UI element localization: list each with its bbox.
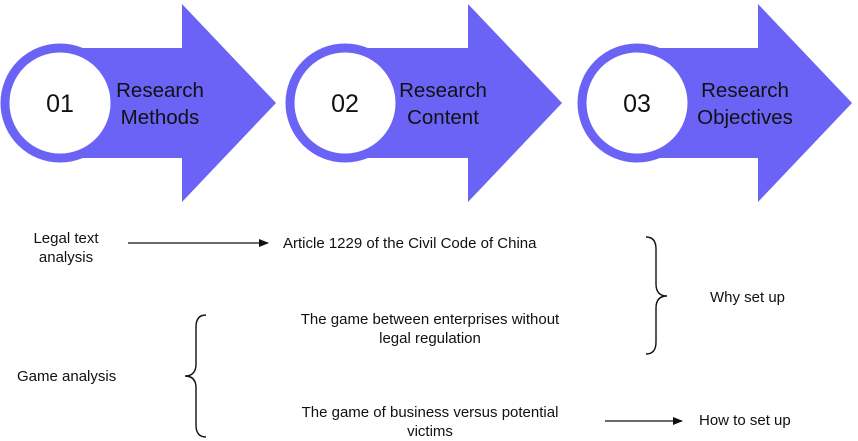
- step-03-arrow: [637, 4, 852, 202]
- legal-text-analysis-line1: Legal text: [33, 230, 99, 247]
- why-brace: [645, 236, 668, 355]
- how-to-set-up-label: How to set up: [699, 412, 791, 429]
- step-02-number: 02: [331, 90, 359, 118]
- game-analysis-label: Game analysis: [17, 368, 117, 385]
- game-business-line2: victims: [407, 423, 453, 440]
- game-enterprises-label: The game between enterprises without leg…: [270, 310, 590, 348]
- step-01-arrow: [60, 4, 276, 202]
- step-01-title-line1: Research: [116, 79, 204, 102]
- step-03-number: 03: [623, 90, 651, 118]
- game-enterprises-line1: The game between enterprises without: [300, 311, 560, 328]
- step-02-title-line2: Content: [407, 106, 479, 129]
- legal-text-analysis-line2: analysis: [38, 249, 94, 266]
- game-enterprises-line2: legal regulation: [379, 330, 481, 347]
- step-01-number: 01: [46, 90, 74, 118]
- step-01-circle: [0, 43, 120, 163]
- why-set-up-label: Why set up: [710, 289, 786, 306]
- article-1229-label: Article 1229 of the Civil Code of China: [283, 235, 537, 252]
- step-02: 02 Research Content: [285, 4, 562, 202]
- step-01: 01 Research Methods: [0, 4, 276, 202]
- game-business-line1: The game of business versus potential: [301, 404, 559, 421]
- step-02-circle: [285, 43, 405, 163]
- step-03: 03 Research Objectives: [577, 4, 852, 202]
- game-business-label: The game of business versus potential vi…: [270, 403, 590, 441]
- step-03-circle: [577, 43, 697, 163]
- game-analysis-brace: [184, 314, 207, 438]
- legal-text-analysis-label: Legal text analysis: [18, 229, 114, 267]
- step-03-title-line2: Objectives: [697, 106, 793, 129]
- step-02-arrow: [345, 4, 562, 202]
- step-02-title-line1: Research: [399, 79, 487, 102]
- step-03-title-line1: Research: [701, 79, 789, 102]
- step-01-title-line2: Methods: [121, 106, 200, 129]
